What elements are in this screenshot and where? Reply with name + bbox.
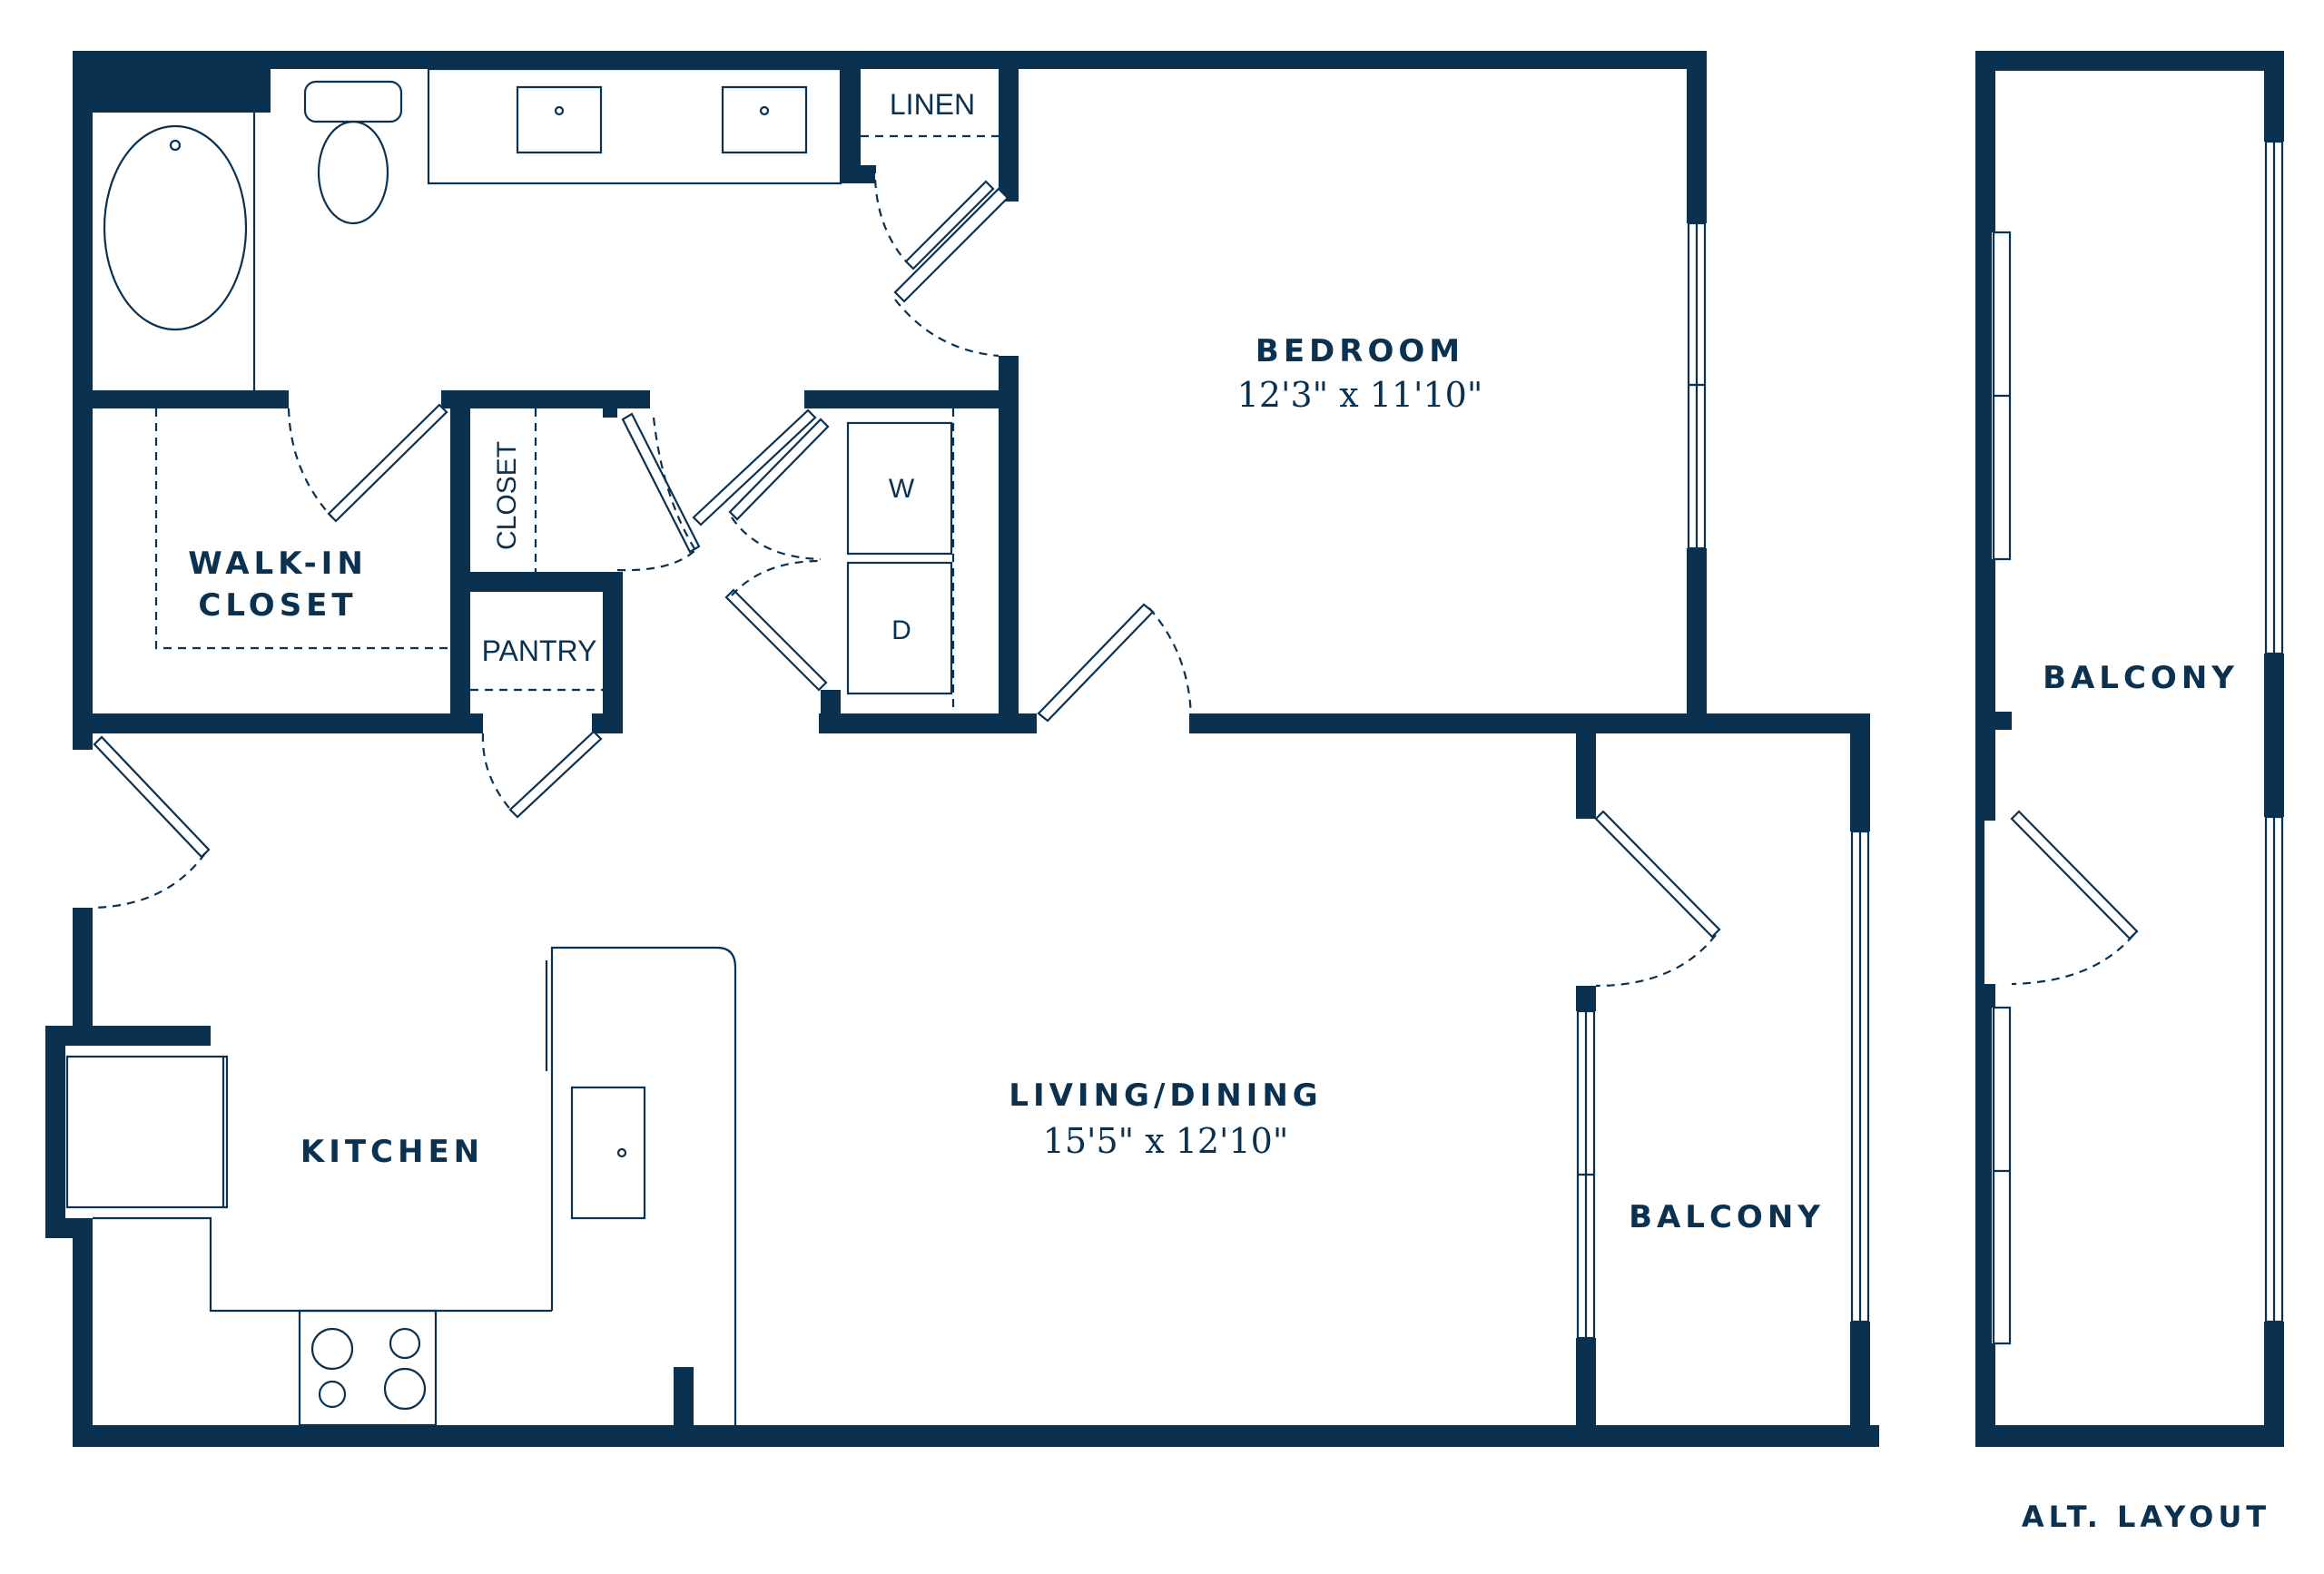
pantry-label: PANTRY — [482, 635, 597, 667]
bathtub-icon — [103, 124, 248, 331]
dryer-label: D — [891, 615, 911, 645]
doors — [92, 134, 2139, 988]
washer-label: W — [889, 474, 915, 504]
dryer-icon — [846, 561, 953, 695]
bathroom — [103, 67, 842, 390]
windows — [1576, 140, 2284, 1345]
room-labels: BEDROOM 12'3" x 11'10" LIVING/DINING 15'… — [188, 88, 2270, 1534]
closet-details — [154, 408, 955, 713]
washer-icon — [846, 421, 953, 556]
balcony-label: BALCONY — [1629, 1199, 1825, 1235]
exterior-walls — [45, 51, 1879, 1447]
sink-icon — [570, 1086, 646, 1220]
toilet-icon — [303, 80, 403, 225]
kitchen-label: KITCHEN — [300, 1134, 484, 1170]
alt-balcony-label: BALCONY — [2043, 660, 2239, 696]
kitchen-fixtures — [65, 946, 737, 1427]
living-dining-dimensions: 15'5" x 12'10" — [1043, 1121, 1289, 1161]
linen-label: LINEN — [890, 88, 975, 121]
walk-in-closet-label-line2: CLOSET — [198, 587, 357, 624]
living-dining-label: LIVING/DINING — [1009, 1077, 1322, 1114]
alt-layout-walls — [1975, 51, 2284, 1447]
walk-in-closet-label-line1: WALK-IN — [188, 546, 368, 582]
bedroom-label: BEDROOM — [1256, 333, 1464, 369]
interior-walls — [73, 51, 1598, 1440]
bedroom-dimensions: 12'3" x 11'10" — [1237, 375, 1483, 415]
stove-icon — [298, 1309, 438, 1427]
closet-label: CLOSET — [492, 441, 522, 550]
alt-layout-caption: ALT. LAYOUT — [2022, 1500, 2270, 1534]
refrigerator-icon — [65, 1055, 229, 1209]
vanity-icon — [427, 67, 842, 185]
